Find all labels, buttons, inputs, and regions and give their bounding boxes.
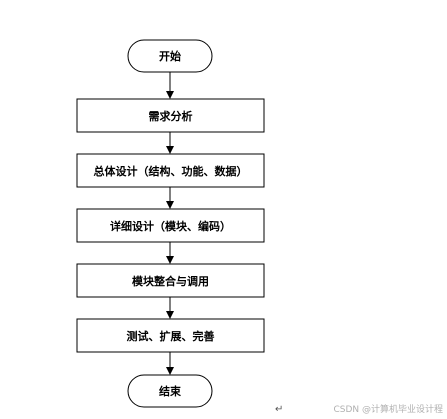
start-node: 开始: [127, 39, 213, 73]
watermark-text: CSDN @计算机毕业设计程: [333, 405, 443, 415]
process-step-module-integration: 模块整合与调用: [76, 263, 265, 298]
process-step-detailed-design: 详细设计（模块、编码）: [76, 208, 265, 243]
step-label: 总体设计（结构、功能、数据）: [94, 164, 248, 178]
end-label: 结束: [158, 384, 182, 398]
process-step-requirements-analysis: 需求分析: [76, 98, 265, 133]
start-label: 开始: [159, 49, 181, 63]
paragraph-return-mark: ↵: [275, 404, 284, 415]
process-step-overall-design: 总体设计（结构、功能、数据）: [76, 153, 265, 188]
end-node: 结束: [127, 374, 213, 408]
step-label: 模块整合与调用: [132, 274, 209, 288]
process-step-testing: 测试、扩展、完善: [76, 318, 265, 353]
step-label: 需求分析: [149, 109, 193, 123]
step-label: 测试、扩展、完善: [127, 329, 215, 343]
step-label: 详细设计（模块、编码）: [110, 219, 231, 233]
